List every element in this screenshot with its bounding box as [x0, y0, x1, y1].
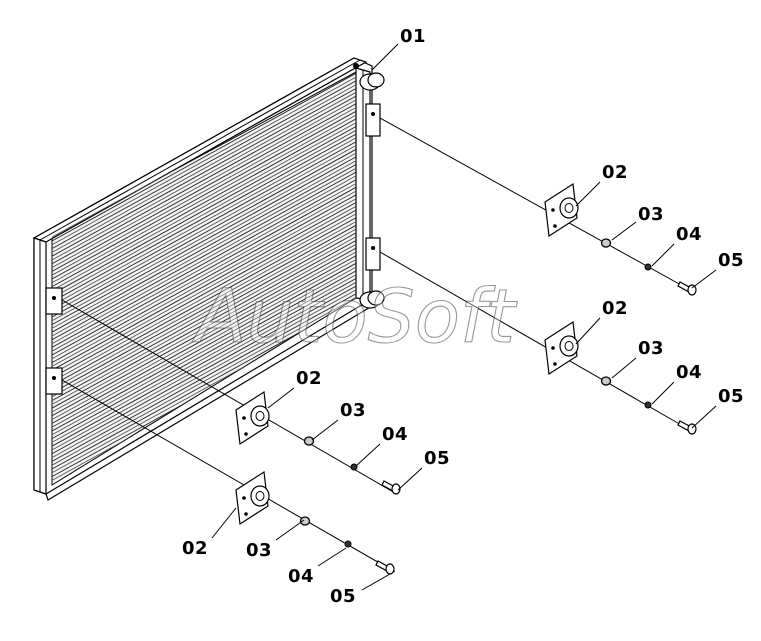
bolt-g3: [381, 480, 401, 495]
callout-g4-05: 05: [330, 586, 356, 607]
condenser-fins: [52, 72, 356, 485]
callout-g1-04: 04: [676, 224, 702, 245]
bracket-g2: [544, 320, 579, 376]
watermark-text: AutoSoft: [192, 274, 518, 360]
callout-g4-03: 03: [246, 540, 272, 561]
fastener-group-g4: [235, 470, 395, 575]
washer-g3: [303, 436, 315, 446]
callout-g3-03: 03: [340, 400, 366, 421]
washer-g2: [600, 376, 612, 386]
bolt-g4: [375, 560, 395, 575]
nut-g4: [344, 540, 352, 548]
nut-g3: [350, 463, 358, 471]
fastener-group-g1: [544, 182, 697, 296]
bracket-g4: [235, 470, 270, 526]
nut-g1: [644, 263, 652, 271]
bolt-g1: [677, 281, 697, 296]
callout-g2-02: 02: [602, 298, 628, 319]
callout-g3-02: 02: [296, 368, 322, 389]
bracket-g1: [544, 182, 579, 238]
condenser-core: [32, 57, 373, 501]
bolt-g2: [677, 420, 697, 435]
callout-01: 01: [400, 26, 426, 47]
callout-g2-03: 03: [638, 338, 664, 359]
nut-g2: [644, 401, 652, 409]
callout-g1-02: 02: [602, 162, 628, 183]
fastener-group-g3: [235, 390, 401, 495]
left-mount-brackets: [45, 287, 63, 395]
callout-g1-03: 03: [638, 204, 664, 225]
assembly-axis-lines: [61, 117, 691, 573]
right-mount-brackets: [365, 103, 381, 271]
callout-leaders: [211, 43, 717, 591]
callout-g1-05: 05: [718, 250, 744, 271]
washer-g4: [299, 516, 311, 526]
callout-labels: 01 02 03 04 05 02 03 04 05 02 03 04 05 0…: [182, 26, 744, 607]
callout-g4-04: 04: [288, 566, 314, 587]
callout-g2-04: 04: [676, 362, 702, 383]
callout-g2-05: 05: [718, 386, 744, 407]
bracket-g3: [235, 390, 270, 446]
callout-g4-02: 02: [182, 538, 208, 559]
callout-g3-05: 05: [424, 448, 450, 469]
washer-g1: [600, 238, 612, 248]
pipe-fittings: [353, 63, 385, 309]
callout-g3-04: 04: [382, 424, 408, 445]
fastener-group-g2: [544, 320, 697, 435]
fastener-groups: [235, 182, 697, 575]
